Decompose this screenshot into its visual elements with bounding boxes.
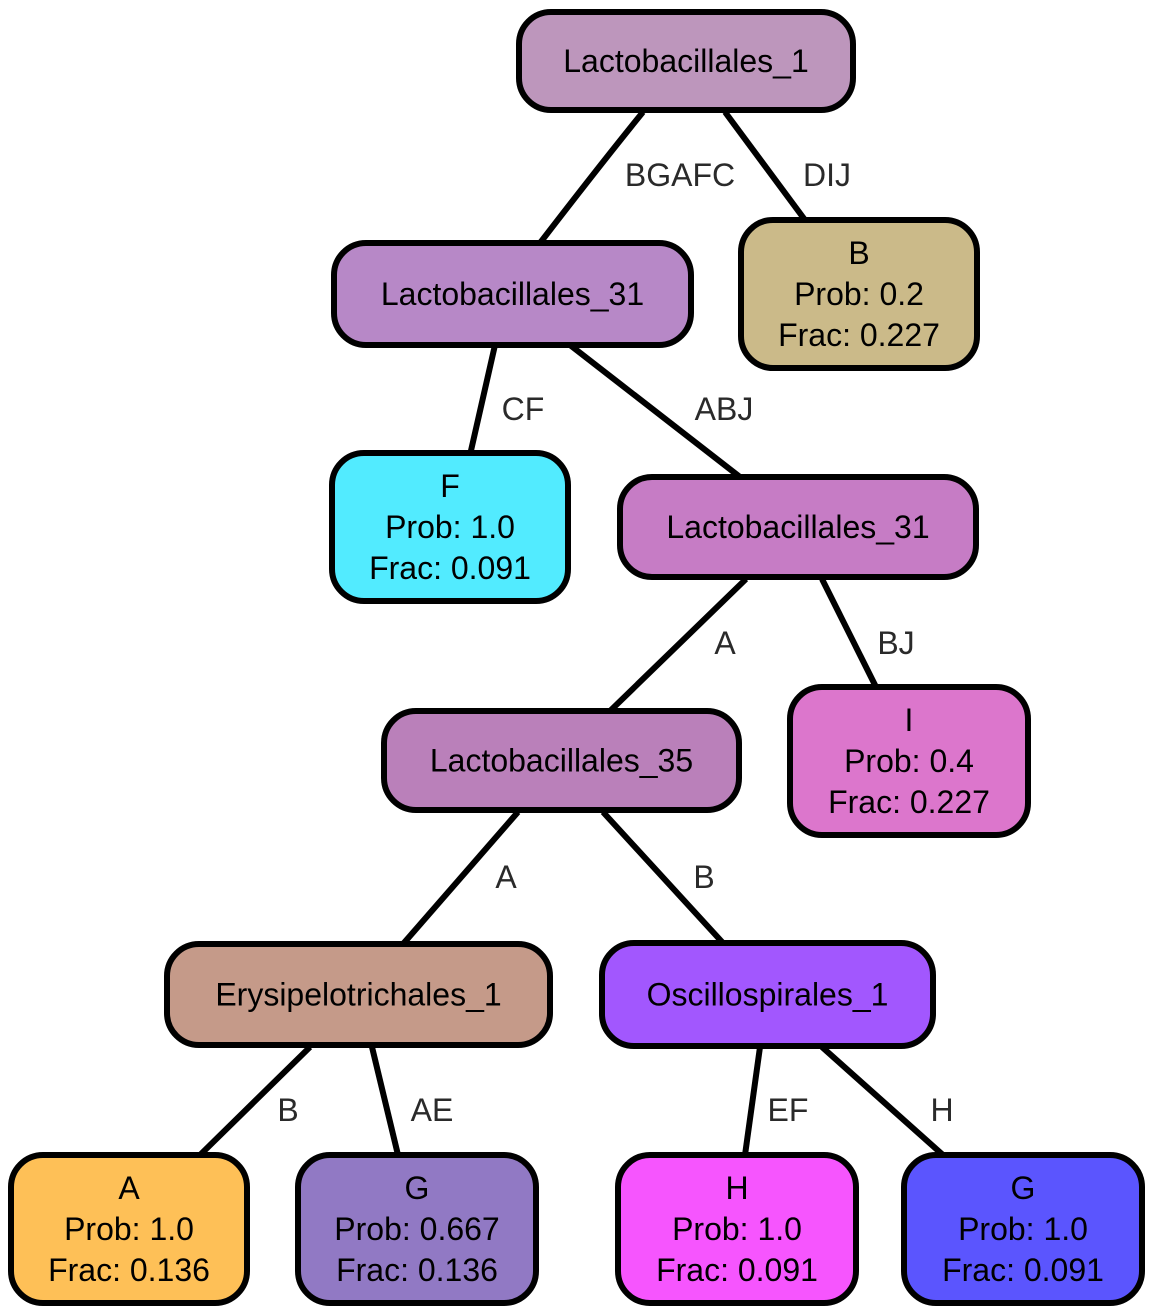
node-text-leafF-0: F	[440, 468, 460, 504]
node-box-leafG2	[901, 1152, 1145, 1306]
node-text-root-0: Lactobacillales_1	[563, 43, 809, 79]
edge-ery_leafA	[197, 1044, 313, 1158]
node-text-n35-0: Lactobacillales_35	[430, 743, 693, 779]
node-text-leafA-2: Frac: 0.136	[48, 1252, 210, 1288]
node-text-n31b-0: Lactobacillales_31	[666, 509, 929, 545]
node-text-leafF-2: Frac: 0.091	[369, 550, 531, 586]
node-n31b: Lactobacillales_31	[617, 474, 979, 580]
edge-label-root_n31a: BGAFC	[625, 157, 735, 193]
node-text-leafG1-1: Prob: 0.667	[334, 1211, 499, 1247]
node-root: Lactobacillales_1	[516, 9, 856, 113]
edge-label-n31b_n35: A	[714, 625, 736, 661]
node-box-leafA	[8, 1152, 250, 1306]
edge-label-n35_ery: A	[495, 859, 517, 895]
node-text-leafG2-1: Prob: 1.0	[958, 1211, 1088, 1247]
node-text-n31a-0: Lactobacillales_31	[381, 276, 644, 312]
node-text-leafG2-2: Frac: 0.091	[942, 1252, 1104, 1288]
node-text-leafG2-0: G	[1011, 1170, 1036, 1206]
edge-root_leafB	[722, 110, 808, 222]
node-box-root	[516, 9, 856, 113]
node-box-osc	[599, 940, 936, 1049]
edge-label-ery_leafA: B	[277, 1092, 298, 1128]
edge-osc_leafH	[742, 1046, 763, 1156]
node-text-leafA-1: Prob: 1.0	[64, 1211, 194, 1247]
edge-ery_leafG1	[369, 1046, 401, 1156]
edge-n35_ery	[400, 810, 521, 946]
node-box-n31a	[331, 240, 694, 348]
node-box-leafI	[787, 684, 1031, 838]
node-text-leafF-1: Prob: 1.0	[385, 509, 515, 545]
edge-osc_leafG2	[820, 1044, 945, 1158]
node-osc: Oscillospirales_1	[599, 940, 936, 1049]
node-text-leafI-1: Prob: 0.4	[844, 743, 974, 779]
node-text-leafB-1: Prob: 0.2	[794, 276, 924, 312]
node-box-ery	[164, 941, 553, 1048]
edge-label-ery_leafG1: AE	[411, 1092, 454, 1128]
node-text-leafI-2: Frac: 0.227	[828, 784, 990, 820]
edge-label-n31a_leafF: CF	[502, 391, 545, 427]
node-text-leafB-2: Frac: 0.227	[778, 317, 940, 353]
node-text-osc-0: Oscillospirales_1	[647, 977, 889, 1013]
node-ery: Erysipelotrichales_1	[164, 941, 553, 1048]
node-n31a: Lactobacillales_31	[331, 240, 694, 348]
node-text-leafA-0: A	[118, 1170, 140, 1206]
node-text-ery-0: Erysipelotrichales_1	[215, 977, 501, 1013]
nodes-layer: Lactobacillales_1Lactobacillales_31BProb…	[8, 9, 1145, 1306]
node-box-n35	[381, 708, 742, 813]
edge-label-root_leafB: DIJ	[803, 157, 851, 193]
node-text-leafH-2: Frac: 0.091	[656, 1252, 818, 1288]
edge-root_n31a	[537, 110, 646, 245]
node-box-leafB	[738, 217, 980, 371]
edge-label-n31a_n31b: ABJ	[695, 391, 754, 427]
edge-n35_osc	[600, 809, 726, 946]
edge-label-n31b_leafI: BJ	[877, 625, 914, 661]
node-box-leafH	[615, 1152, 859, 1306]
edge-label-osc_leafG2: H	[930, 1092, 953, 1128]
node-box-leafF	[329, 450, 571, 604]
edge-n31a_n31b	[568, 342, 742, 480]
edge-label-osc_leafH: EF	[768, 1092, 809, 1128]
node-text-leafB-0: B	[848, 235, 869, 271]
node-text-leafG1-0: G	[405, 1170, 430, 1206]
edge-n31b_leafI	[819, 577, 879, 689]
edge-label-n35_osc: B	[693, 859, 714, 895]
node-n35: Lactobacillales_35	[381, 708, 742, 813]
edge-n31a_leafF	[467, 344, 498, 456]
node-text-leafG1-2: Frac: 0.136	[336, 1252, 498, 1288]
node-box-leafG1	[295, 1152, 539, 1306]
node-text-leafI-0: I	[905, 702, 914, 738]
edge-n31b_n35	[607, 576, 749, 714]
node-text-leafH-1: Prob: 1.0	[672, 1211, 802, 1247]
node-text-leafH-0: H	[725, 1170, 748, 1206]
node-box-n31b	[617, 474, 979, 580]
